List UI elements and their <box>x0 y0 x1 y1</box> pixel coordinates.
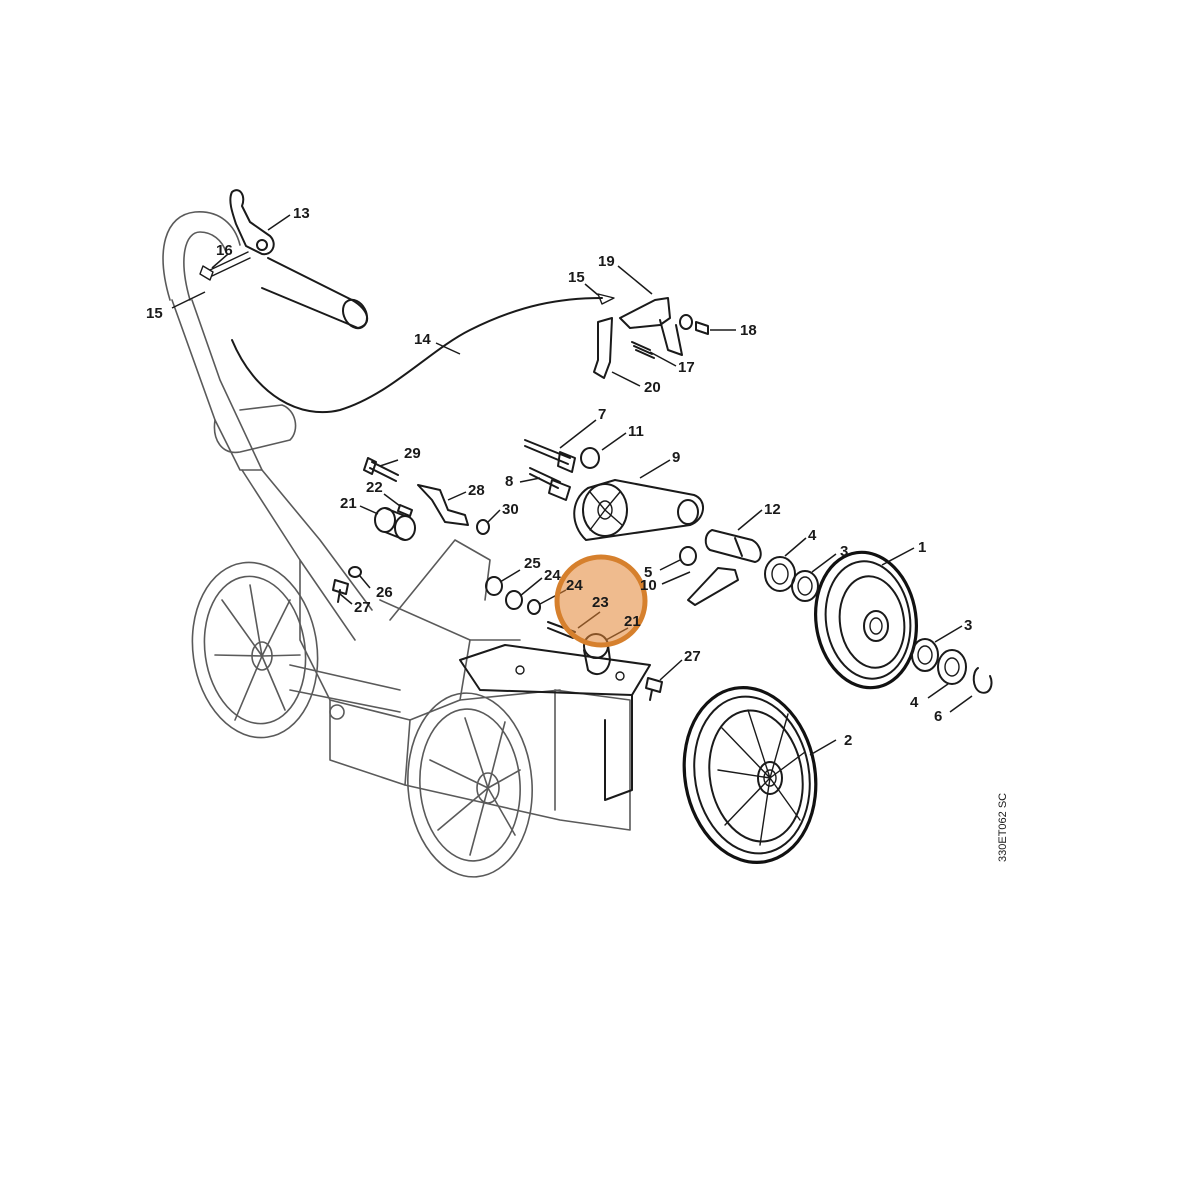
nut-30 <box>476 519 490 535</box>
callout-23: 23 <box>592 594 609 611</box>
callout-27-left: 27 <box>354 599 371 616</box>
nut-25 <box>485 576 503 596</box>
washer-5 <box>679 546 697 566</box>
callout-26: 26 <box>376 584 393 601</box>
callout-24: 24 <box>544 567 561 584</box>
bracket-28 <box>417 484 469 526</box>
rear-wheel-left <box>191 561 319 739</box>
cable-end-fitting <box>597 293 615 305</box>
callout-13: 13 <box>293 205 310 222</box>
circlip-6 <box>972 667 993 694</box>
frame <box>299 539 631 831</box>
callout-27-right: 27 <box>684 648 701 665</box>
callout-3-lower: 3 <box>964 617 972 634</box>
callout-14: 14 <box>414 331 431 348</box>
callouts: 1 2 3 3 4 4 5 6 7 8 9 10 11 12 13 14 15 … <box>146 205 972 749</box>
callout-30: 30 <box>502 501 519 518</box>
callout-17: 17 <box>678 359 695 376</box>
callout-15-left: 15 <box>146 305 163 322</box>
handlebar <box>162 211 373 641</box>
callout-9: 9 <box>672 449 680 466</box>
callout-21-lower: 21 <box>624 613 641 630</box>
leader-lines <box>171 214 973 756</box>
adjuster-lever-10 <box>687 567 739 606</box>
screw-27-right <box>645 677 663 701</box>
axle-12 <box>704 529 762 563</box>
bowden-cable <box>231 297 603 414</box>
drive-plate-9 <box>573 479 704 541</box>
bearing-3-upper <box>791 570 819 602</box>
callout-11: 11 <box>628 423 644 440</box>
nut-11 <box>580 447 600 469</box>
spacer-21 <box>374 507 416 541</box>
bolt-8 <box>529 467 571 501</box>
callout-28: 28 <box>468 482 485 499</box>
axle-tube <box>289 664 401 713</box>
callout-7: 7 <box>598 406 606 423</box>
callout-4-lower: 4 <box>910 694 919 711</box>
callout-6: 6 <box>934 708 942 725</box>
callout-3-upper: 3 <box>840 543 848 560</box>
callout-4-upper: 4 <box>808 527 817 544</box>
callout-24-highlight: 24 <box>566 577 583 594</box>
callout-22: 22 <box>366 479 383 496</box>
callout-10: 10 <box>640 577 657 594</box>
highlight-circle <box>554 554 648 648</box>
callout-19: 19 <box>598 253 615 270</box>
callout-25: 25 <box>524 555 541 572</box>
linkage-19 <box>619 297 683 356</box>
callout-15-upper: 15 <box>568 269 585 286</box>
washer-24-a <box>505 590 523 610</box>
bolt-29 <box>363 457 399 482</box>
wheel-1 <box>813 550 919 690</box>
axle-nut <box>329 704 345 720</box>
callout-8: 8 <box>505 473 513 490</box>
document-id: 330ET062 SC <box>997 793 1009 862</box>
bearing-4-lower <box>937 649 967 685</box>
callout-1: 1 <box>918 539 926 556</box>
washer-26 <box>348 566 362 578</box>
bracket-20 <box>593 317 613 379</box>
bearing-3-lower <box>911 638 939 672</box>
washer-24-b <box>527 599 541 615</box>
spring-17 <box>631 341 655 359</box>
control-lever <box>209 189 275 277</box>
callout-16: 16 <box>216 242 233 259</box>
bolt-7 <box>524 439 576 473</box>
screw-27-left <box>332 579 349 603</box>
callout-29: 29 <box>404 445 421 462</box>
callout-12: 12 <box>764 501 781 518</box>
wheel-bracket <box>459 644 651 801</box>
callout-2: 2 <box>844 732 852 749</box>
front-wheel-left <box>407 692 533 878</box>
callout-18: 18 <box>740 322 757 339</box>
pin-22 <box>397 504 413 517</box>
callout-21-left: 21 <box>340 495 357 512</box>
callout-20: 20 <box>644 379 661 396</box>
wheel-2 <box>682 686 818 864</box>
bearing-4-upper <box>764 556 796 592</box>
nuts-18 <box>679 314 709 335</box>
grip <box>261 257 368 330</box>
callout-5: 5 <box>644 564 652 581</box>
pin-16 <box>199 265 214 281</box>
